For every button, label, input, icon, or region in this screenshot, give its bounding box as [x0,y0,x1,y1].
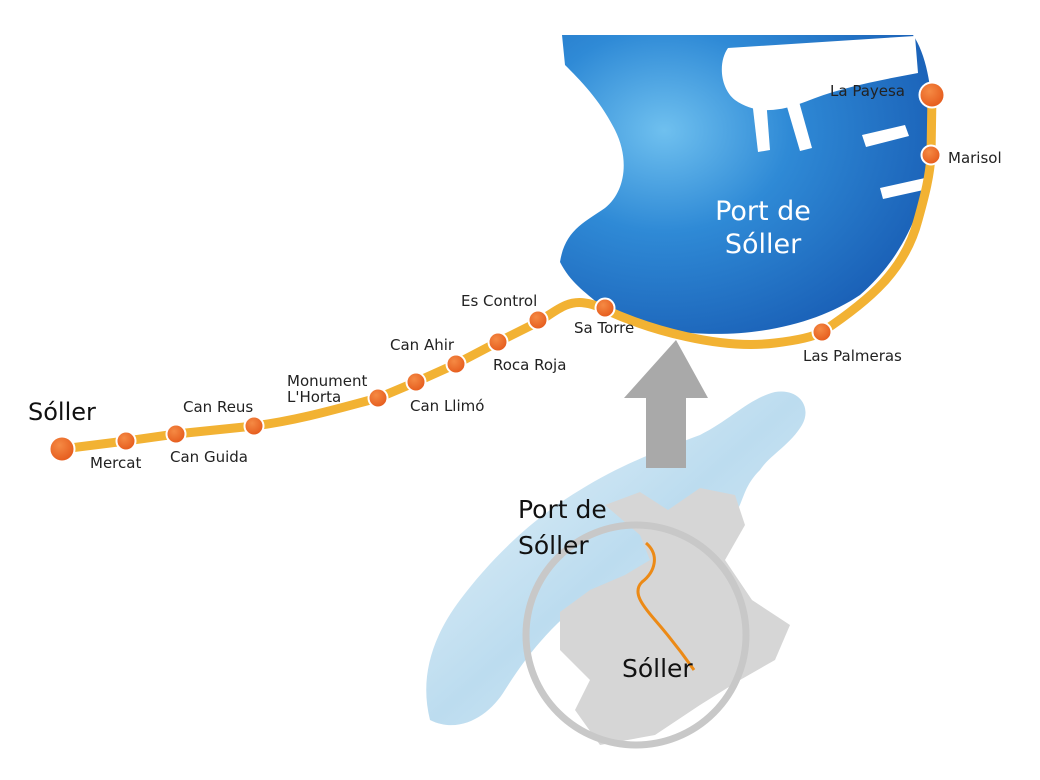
pier-4 [880,178,928,199]
label-lhorta: L'Horta [287,388,341,406]
inset-label-port-line2: Sóller [518,531,589,560]
stop-es-control[interactable] [527,309,549,331]
label-soller-terminal: Sóller [28,398,96,426]
pier-2 [785,98,812,151]
label-can-llimo: Can Llimó [410,397,484,415]
stop-monument[interactable] [367,387,389,409]
inset-label-town: Sóller [622,654,693,683]
harbor-label-line1: Port de [715,196,811,227]
label-sa-torre: Sa Torre [574,319,634,337]
inset-route [636,541,696,671]
label-roca-roja: Roca Roja [493,356,566,374]
label-can-reus: Can Reus [183,398,253,416]
label-la-payesa: La Payesa [830,82,905,100]
harbor-label-line2: Sóller [725,229,802,260]
stop-la-payesa[interactable] [918,81,946,109]
harbor-water [560,35,933,334]
label-can-ahir: Can Ahir [390,336,455,354]
stop-can-ahir[interactable] [445,353,467,375]
inset-label-port-line1: Port de [518,495,607,524]
stop-can-reus[interactable] [243,415,265,437]
stop-marisol[interactable] [920,144,942,166]
label-marisol: Marisol [948,149,1002,167]
label-can-guida: Can Guida [170,448,248,466]
pier-1 [752,98,770,152]
harbor-piers [721,36,928,199]
stop-soller-terminal[interactable] [48,435,76,463]
inset-sea [426,391,806,726]
main-pier [721,36,918,111]
stop-roca-roja[interactable] [487,331,509,353]
inset-circle [522,521,750,749]
label-las-palmeras: Las Palmeras [803,347,902,365]
label-mercat: Mercat [90,454,141,472]
stop-las-palmeras[interactable] [811,321,833,343]
label-es-control: Es Control [461,292,537,310]
stop-can-llimo[interactable] [405,371,427,393]
label-monument: Monument [287,372,367,390]
stop-sa-torre[interactable] [594,297,616,319]
tram-stops [48,81,946,463]
pier-3 [862,125,909,147]
stop-can-guida[interactable] [165,423,187,445]
up-arrow-icon [624,340,708,468]
stop-mercat[interactable] [115,430,137,452]
